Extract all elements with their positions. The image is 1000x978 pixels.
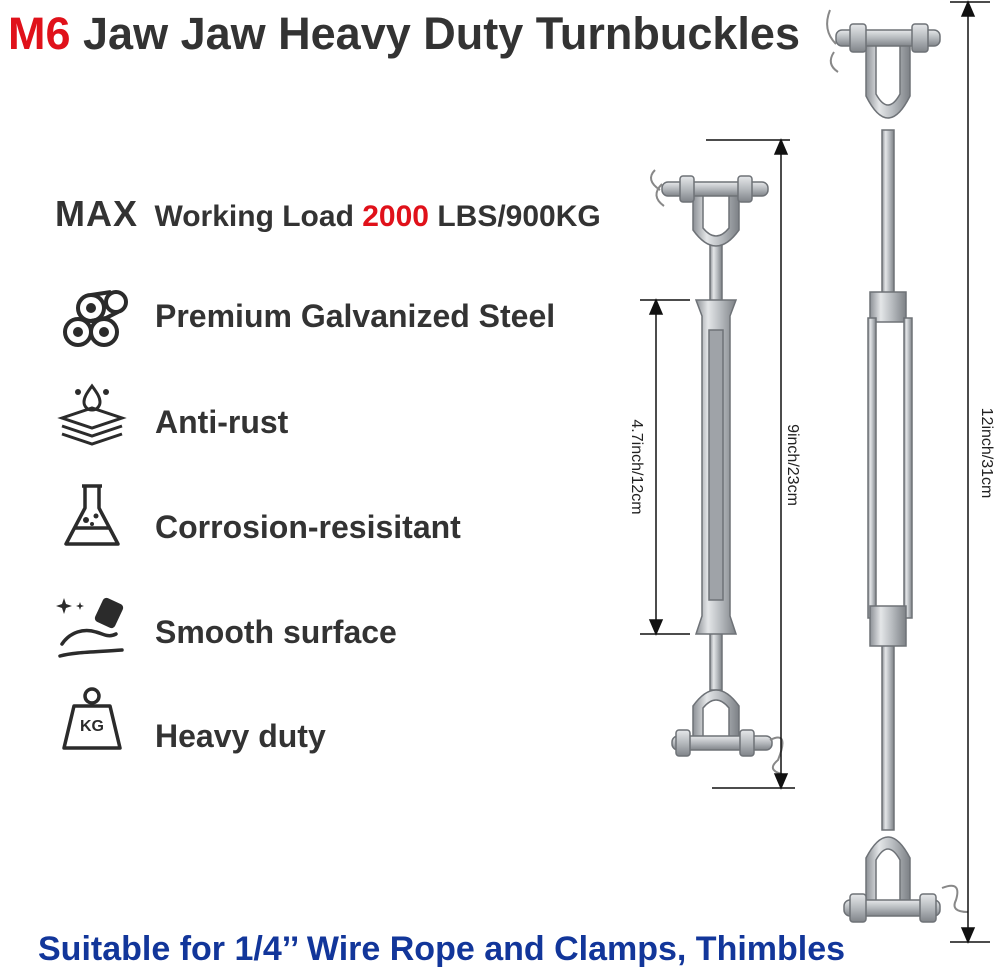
footer-compatibility: Suitable for 1/4’’ Wire Rope and Clamps,… (38, 930, 846, 968)
working-load-value: 2000 (362, 200, 429, 233)
title-name: Jaw Jaw Heavy Duty Turnbuckles (83, 8, 800, 59)
kg-weight-icon: KG (56, 684, 128, 756)
kg-icon-text: KG (80, 718, 104, 735)
dimension-large-length: 12inch/31cm (978, 407, 995, 499)
feature-label-heavy-duty: Heavy duty (155, 718, 326, 754)
feature-label-corrosion: Corrosion-resisitant (155, 509, 461, 545)
dimension-lines (640, 0, 990, 944)
water-resistant-layers-icon (57, 383, 127, 446)
feature-label-smooth: Smooth surface (155, 614, 397, 650)
feature-label-anti-rust: Anti-rust (155, 404, 289, 440)
feature-label-galvanized-steel: Premium Galvanized Steel (155, 298, 556, 334)
title-size: M6 (8, 8, 71, 59)
working-load-text: Working Load 2000 LBS/900KG (154, 200, 600, 233)
working-load-prefix: Working Load (154, 200, 354, 233)
working-load-suffix: LBS/900KG (437, 200, 601, 233)
large-turnbuckle (835, 23, 941, 923)
chemical-flask-icon (64, 484, 120, 546)
page-title: M6 Jaw Jaw Heavy Duty Turnbuckles (8, 8, 800, 60)
small-turnbuckle (661, 175, 773, 757)
max-label: MAX (55, 193, 138, 234)
dimension-body-length: 4.7inch/12cm (628, 419, 645, 515)
dimension-small-length: 9inch/23cm (784, 424, 801, 506)
working-load-row: MAX Working Load 2000 LBS/900KG (55, 193, 601, 235)
steel-pipes-icon (63, 290, 128, 347)
smooth-surface-hand-icon (56, 597, 124, 658)
